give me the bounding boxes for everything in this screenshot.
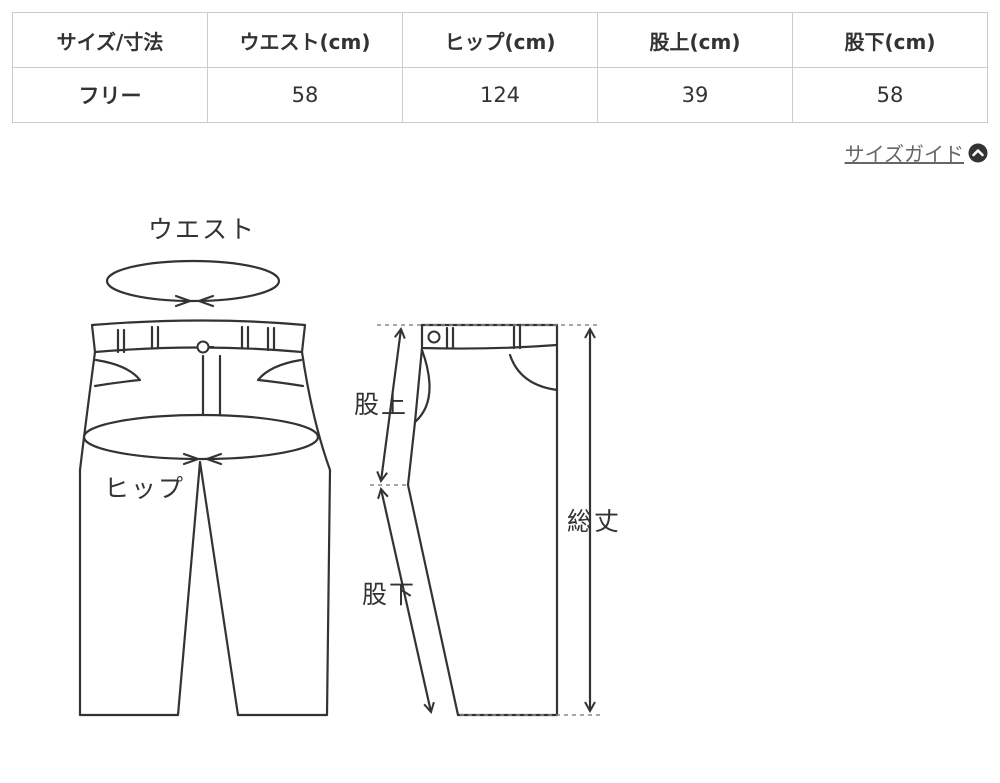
inseam-cell: 58	[792, 67, 988, 123]
total-length-label: 総丈	[567, 507, 621, 536]
header-hip: ヒップ(cm)	[402, 12, 598, 68]
button-side-icon	[427, 330, 441, 344]
waist-measurement: ウエスト	[105, 215, 281, 308]
table-header-row: サイズ/寸法 ウエスト(cm) ヒップ(cm) 股上(cm) 股下(cm)	[12, 12, 988, 68]
measurement-guides	[370, 324, 600, 716]
button-icon	[196, 340, 210, 354]
front-view-pants	[78, 319, 332, 717]
inseam-measurement: 股下	[362, 489, 431, 712]
rise-cell: 39	[597, 67, 793, 123]
header-rise: 股上(cm)	[597, 12, 793, 68]
rise-measurement: 股上	[354, 329, 408, 481]
size-guide-label: サイズガイド	[844, 142, 964, 166]
hip-label: ヒップ	[104, 474, 185, 503]
rise-label: 股上	[354, 390, 408, 419]
waist-cell: 58	[207, 67, 403, 123]
size-guide-link[interactable]: サイズガイド	[845, 138, 988, 167]
table-row: フリー 58 124 39 58	[12, 67, 988, 123]
header-waist: ウエスト(cm)	[207, 12, 403, 68]
inseam-label: 股下	[362, 580, 416, 609]
hip-cell: 124	[402, 67, 598, 123]
hip-measurement: ヒップ	[82, 413, 320, 503]
chevron-up-circle-icon	[968, 143, 988, 162]
side-view-pants	[406, 323, 559, 717]
waist-label: ウエスト	[148, 215, 256, 244]
size-label-cell: フリー	[12, 67, 208, 123]
header-size: サイズ/寸法	[12, 12, 208, 68]
size-table: サイズ/寸法 ウエスト(cm) ヒップ(cm) 股上(cm) 股下(cm) フリ…	[12, 12, 988, 123]
header-inseam: 股下(cm)	[792, 12, 988, 68]
total-length-measurement: 総丈	[567, 329, 621, 711]
